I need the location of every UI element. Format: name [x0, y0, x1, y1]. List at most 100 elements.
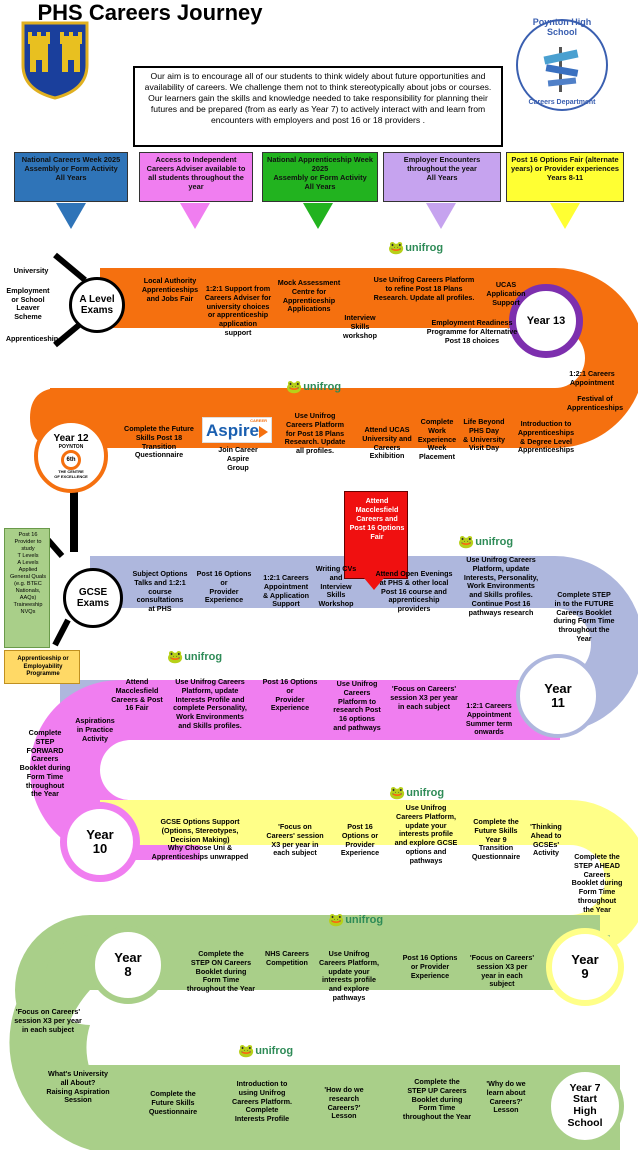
y12-item-7: Introduction to Apprenticeships & Degree…: [517, 419, 575, 455]
y12-item-5: Complete Work Experience Week Placement: [417, 417, 457, 462]
unifrog-logo-y13: 🐸unifrog: [388, 240, 444, 255]
frog-icon: 🐸: [388, 240, 405, 255]
arrow-down-icon: [56, 203, 86, 229]
school-logo-text: Poynton High School: [532, 17, 592, 37]
year-7-circle: Year 7 Start High School: [546, 1067, 624, 1145]
y8-item-6: 'Focus on Careers' session X3 per year i…: [14, 1007, 82, 1034]
macclesfield-fair-text: Attend Macclesfield Careers and Post 16 …: [349, 496, 405, 541]
y10-item-5: 'Focus on Careers' session X3 per year i…: [390, 684, 458, 711]
y13-item-8: 1:2:1 Careers Appointment: [569, 369, 615, 387]
y7-item-6: 'Why do we learn about Careers?' Lesson: [486, 1079, 526, 1115]
unifrog-logo-y7: 🐸unifrog: [238, 1043, 294, 1058]
y7-item-1: What's University all About? Raising Asp…: [46, 1069, 110, 1105]
y12-item-1: Complete the Future Skills Post 18 Trans…: [124, 424, 194, 460]
y8-item-1: Complete the STEP ON Careers Booklet dur…: [186, 949, 256, 994]
aspire-arrow-icon: [259, 426, 268, 438]
y10-item-3: Post 16 Options or Provider Experience: [262, 677, 318, 713]
y13-item-1: Local Authority Apprenticeships and Jobs…: [141, 276, 199, 303]
frog-icon: 🐸: [328, 912, 345, 927]
y9-item-3: Post 16 Options or Provider Experience: [340, 822, 380, 858]
y13-item-2: 1:2:1 Support from Careers Adviser for u…: [204, 284, 272, 337]
y11-item-5: Attend Open Evenings at PHS & other loca…: [375, 569, 453, 614]
y11-item-4: Writing CVs and Interview Skills Worksho…: [315, 564, 357, 609]
y7-item-3: Introduction to using Unifrog Careers Pl…: [232, 1079, 292, 1124]
y9-item-4: Use Unifrog Careers Platform, update you…: [394, 803, 458, 865]
y10-item-6: 1:2:1 Careers Appointment Summer term on…: [465, 701, 513, 737]
intro-text: Our aim is to encourage all of our stude…: [133, 66, 503, 147]
y9-item-2: 'Focus on Careers' session X3 per year i…: [266, 822, 324, 858]
y7-item-2: Complete the Future Skills Questionnaire: [148, 1089, 198, 1116]
top-box-national-careers-week: National Careers Week 2025 Assembly or F…: [14, 152, 128, 202]
careers-department-logo: Poynton High School Careers Department: [514, 17, 610, 113]
y8-item-4: Post 16 Options or Provider Experience: [402, 953, 458, 980]
top-box-apprenticeship-week: National Apprenticeship Week 2025 Assemb…: [262, 152, 378, 202]
unifrog-logo-y8: 🐸unifrog: [328, 912, 384, 927]
y12-item-4: Attend UCAS University and Careers Exhib…: [362, 425, 412, 461]
centre-label: THE CENTRE OF EXCELLENCE: [54, 469, 88, 479]
y11-item-3: 1:2:1 Careers Appointment & Application …: [262, 573, 310, 609]
year-12-circle: Year 12 POYNTON 6th THE CENTRE OF EXCELL…: [34, 419, 108, 493]
unifrog-logo-y9: 🐸unifrog: [389, 785, 445, 800]
year-10-circle: Year 10: [60, 802, 140, 882]
apprenticeship-employability-box: Apprenticeship or Employability Programm…: [4, 650, 80, 684]
frog-icon: 🐸: [286, 379, 303, 394]
y7-item-4: 'How do we research Careers?' Lesson: [324, 1085, 364, 1121]
callout-pointer-icon: [364, 578, 384, 590]
y11-item-7: Complete STEP in to the FUTURE Careers B…: [553, 590, 615, 643]
macclesfield-fair-callout: Attend Macclesfield Careers and Post 16 …: [344, 491, 408, 579]
post16-provider-box: Post 16 Provider to study T Levels A Lev…: [4, 528, 50, 648]
top-box-options-fair: Post 16 Options Fair (alternate years) o…: [506, 152, 624, 202]
y13-item-5: Use Unifrog Careers Platform to refine P…: [373, 275, 475, 302]
y9-item-6: 'Thinking Ahead to GCSEs' Activity: [530, 822, 562, 858]
y7-item-5: Complete the STEP UP Careers Booklet dur…: [402, 1077, 472, 1122]
year-8-circle: Year 8: [89, 926, 167, 1004]
frog-icon: 🐸: [238, 1043, 255, 1058]
dept-logo-text: Careers Department: [528, 99, 596, 106]
alevel-option-employment: Employment or School Leaver Scheme: [6, 286, 50, 321]
y9-item-7: Complete the STEP AHEAD Careers Booklet …: [571, 852, 623, 914]
y11-item-6: Use Unifrog Careers Platform, update Int…: [463, 555, 539, 617]
year-13-circle: Year 13: [509, 284, 583, 358]
page-title: PHS Careers Journey: [37, 0, 263, 25]
sixth-form-icon: 6th: [61, 450, 81, 471]
y8-item-5: 'Focus on Careers' session X3 per year i…: [469, 953, 535, 989]
y11-item-2: Post 16 Options or Provider Experience: [196, 569, 252, 605]
y13-item-9: Festival of Apprenticeships: [566, 394, 624, 412]
y13-item-6: UCAS Application Support: [486, 280, 526, 307]
top-box-independent-adviser: Access to Independent Careers Adviser av…: [139, 152, 253, 202]
arrow-down-icon: [426, 203, 456, 229]
y12-item-2: Join Career Aspire Group: [218, 445, 258, 472]
frog-icon: 🐸: [167, 649, 184, 664]
unifrog-logo-y12: 🐸unifrog: [286, 379, 342, 394]
y10-item-2: Use Unifrog Careers Platform, update Int…: [173, 677, 247, 730]
gcse-exams-circle: GCSE Exams: [63, 568, 123, 628]
poynton-label: POYNTON: [58, 444, 84, 451]
y12-item-3: Use Unifrog Careers Platform for Post 18…: [284, 411, 346, 456]
frog-icon: 🐸: [458, 534, 475, 549]
alevel-option-apprenticeship: Apprenticeship: [5, 334, 59, 343]
y12-item-6: Life Beyond PHS Day & University Visit D…: [463, 417, 505, 453]
frog-icon: 🐸: [389, 785, 406, 800]
y8-item-3: Use Unifrog Careers Platform, update you…: [319, 949, 379, 1002]
school-crest-logo: [20, 20, 90, 100]
year-12-label: Year 12: [53, 433, 89, 445]
unifrog-logo-y10: 🐸unifrog: [167, 649, 223, 664]
top-box-employer-encounters: Employer Encounters throughout the year …: [383, 152, 501, 202]
arrow-down-icon: [180, 203, 210, 229]
y11-item-1: Subject Options Talks and 1:2:1 course c…: [132, 569, 188, 614]
year-9-circle: Year 9: [546, 928, 624, 1006]
y10-item-8: Complete STEP FORWARD Careers Booklet du…: [19, 728, 71, 799]
y13-item-4: Interview Skills workshop: [343, 313, 377, 340]
unifrog-logo-y11: 🐸unifrog: [458, 534, 514, 549]
y9-item-1: GCSE Options Support (Options, Stereotyp…: [151, 817, 249, 862]
y13-item-7: Employment Readiness Programme for Alter…: [426, 318, 518, 345]
arrow-down-icon: [303, 203, 333, 229]
y9-item-5: Complete the Future Skills Year 9 Transi…: [471, 817, 521, 862]
career-aspire-logo: CAREER Aspire: [202, 417, 272, 443]
a-level-exams-circle: A Level Exams: [69, 277, 125, 333]
y10-item-1: Attend Macclesfield Careers & Post 16 Fa…: [111, 677, 163, 713]
year-11-circle: Year 11: [516, 654, 600, 738]
y8-item-2: NHS Careers Competition: [265, 949, 309, 967]
alevel-option-university: University: [13, 266, 49, 275]
